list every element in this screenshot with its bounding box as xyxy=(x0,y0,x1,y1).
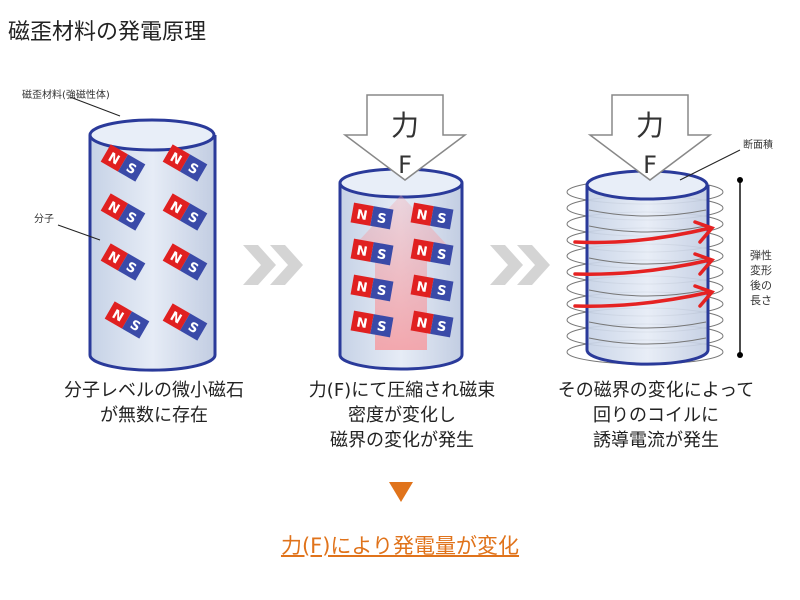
down-triangle-icon xyxy=(389,482,413,502)
length-label-line: 変形 xyxy=(750,264,772,277)
material-pointer xyxy=(69,96,121,117)
cylinder-compressed xyxy=(338,167,464,371)
chevron-right-icon xyxy=(243,245,303,285)
length-label-line: 弾性 xyxy=(750,249,772,262)
force-kanji: 力 xyxy=(391,109,419,142)
caption-line: 回りのコイルに xyxy=(593,405,719,426)
material-label: 磁歪材料(強磁性体) xyxy=(22,90,110,101)
force-arrow: 力 F xyxy=(344,94,466,181)
flux-arrow xyxy=(355,195,447,350)
caption-step-1: 分子レベルの微小磁石が無数に存在 xyxy=(24,378,284,428)
molecule-pointer xyxy=(57,224,101,241)
molecule-label: 分子 xyxy=(34,214,54,225)
current-arrows xyxy=(573,220,715,308)
chevron-right-icon xyxy=(490,245,550,285)
length-label-line: 長さ xyxy=(750,294,772,307)
caption-line: 密度が変化し xyxy=(348,405,456,426)
caption-line: その磁界の変化によって xyxy=(557,380,755,401)
cylinder-coiled xyxy=(585,169,710,366)
force-arrow: 力 F xyxy=(589,94,711,181)
length-indicator xyxy=(737,177,743,358)
force-symbol: F xyxy=(398,151,412,179)
length-label-line: 後の xyxy=(750,279,772,292)
caption-line: 誘導電流が発生 xyxy=(593,430,719,451)
caption-line: 分子レベルの微小磁石 xyxy=(64,380,244,401)
caption-step-3: その磁界の変化によって回りのコイルに誘導電流が発生 xyxy=(526,378,786,453)
caption-line: 磁界の変化が発生 xyxy=(330,430,474,451)
page-title: 磁歪材料の発電原理 xyxy=(8,20,207,45)
force-kanji: 力 xyxy=(636,109,664,142)
cross-section-pointer xyxy=(679,149,741,181)
force-symbol: F xyxy=(643,151,657,179)
caption-line: 力(F)にて圧縮され磁束 xyxy=(308,380,496,401)
cross-section-label: 断面積 xyxy=(743,140,773,151)
caption-line: が無数に存在 xyxy=(100,405,208,426)
result-text: 力(F)により発電量が変化 xyxy=(280,534,520,558)
length-label: 弾性変形後の長さ xyxy=(750,248,774,308)
caption-step-2: 力(F)にて圧縮され磁束密度が変化し磁界の変化が発生 xyxy=(272,378,532,453)
